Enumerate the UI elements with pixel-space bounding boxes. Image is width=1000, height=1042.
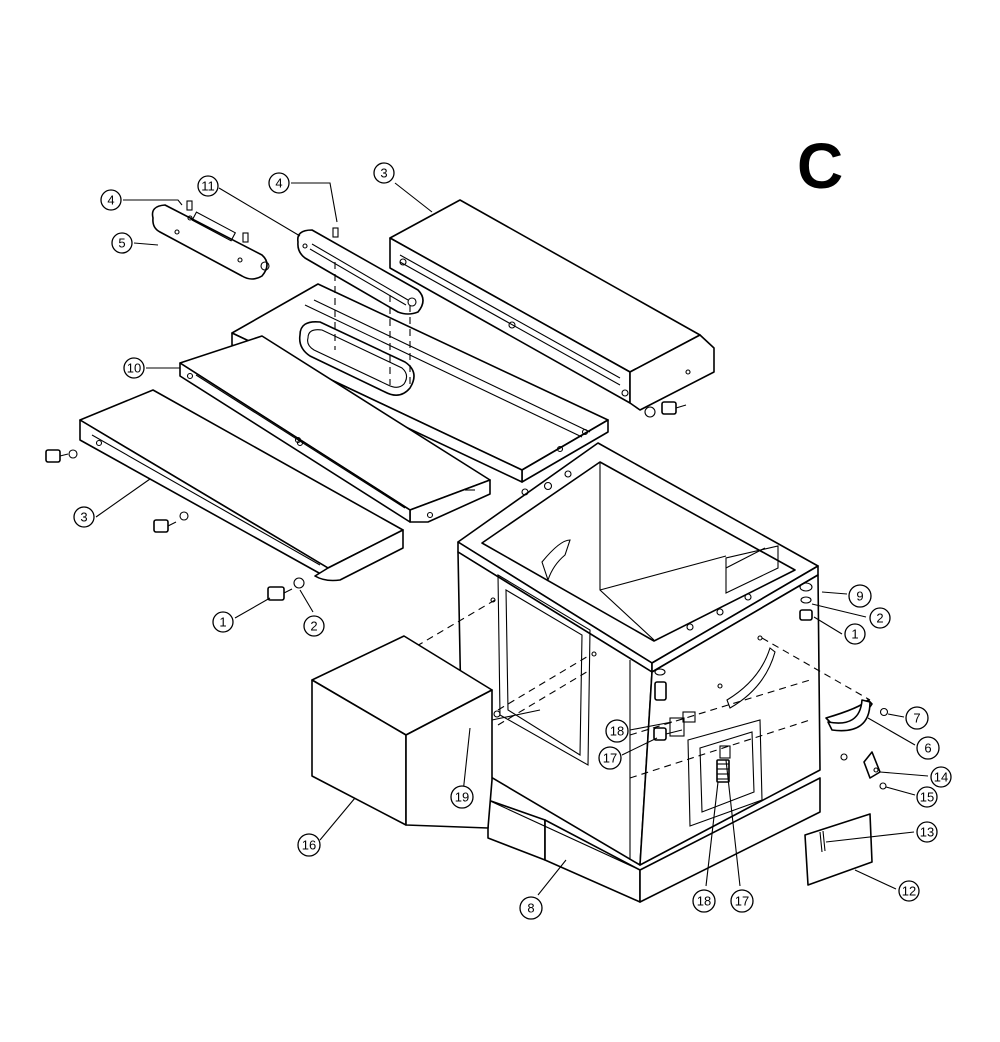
callout-15-dado-insert: 11 xyxy=(197,175,219,197)
svg-text:9: 9 xyxy=(856,589,863,604)
callout-9-screw: 15 xyxy=(916,786,938,808)
cabinet-bolt-right xyxy=(799,582,813,621)
svg-text:6: 6 xyxy=(924,741,931,756)
wing-bolt-left-b xyxy=(153,511,189,533)
wing-bolt-right xyxy=(644,401,687,418)
svg-text:1: 1 xyxy=(851,627,858,642)
svg-text:12: 12 xyxy=(902,884,916,899)
table-insert xyxy=(151,200,270,280)
callout-16-motor-cover: 16 xyxy=(297,833,321,857)
callout-12-base: 8 xyxy=(519,896,543,920)
callout-1-front-bolt: 1 xyxy=(212,611,234,633)
svg-text:18: 18 xyxy=(697,894,711,909)
svg-text:16: 16 xyxy=(302,838,316,853)
svg-text:17: 17 xyxy=(735,894,749,909)
motor-cover xyxy=(311,635,541,829)
svg-text:2: 2 xyxy=(310,619,317,634)
pointer-plate-8 xyxy=(863,751,881,779)
svg-text:3: 3 xyxy=(80,510,87,525)
callout-5-table-insert: 5 xyxy=(111,232,133,254)
callout-3-wing-right: 3 xyxy=(373,162,395,184)
small-screw-9 xyxy=(879,782,887,790)
callout-1-right-bolt: 1 xyxy=(844,623,866,645)
svg-text:3: 3 xyxy=(380,166,387,181)
sheet-letter: C xyxy=(797,130,843,202)
svg-text:14: 14 xyxy=(934,770,948,785)
cabinet-base xyxy=(487,777,821,903)
callout-4-dado-screw: 4 xyxy=(268,172,290,194)
svg-text:13: 13 xyxy=(920,825,934,840)
svg-text:18: 18 xyxy=(610,724,624,739)
callout-19-cover-screw: 19 xyxy=(450,785,474,809)
small-screw-a xyxy=(840,753,848,761)
access-door-panel xyxy=(804,813,873,886)
svg-text:4: 4 xyxy=(275,176,282,191)
callout-7-door-slot: 13 xyxy=(916,821,938,843)
callout-2-front-washer: 2 xyxy=(303,615,325,637)
motor-mount-spring-lower xyxy=(716,745,731,783)
svg-text:1: 1 xyxy=(219,615,226,630)
svg-text:2: 2 xyxy=(876,611,883,626)
tilt-arc-bracket xyxy=(825,699,873,732)
wing-bolt-front xyxy=(267,577,305,601)
callout-8-pointer: 14 xyxy=(930,766,952,788)
callout-18-upper: 18 xyxy=(605,719,629,743)
saw-cabinet xyxy=(409,442,871,866)
extension-wing-left xyxy=(79,389,404,582)
extension-wing-right xyxy=(389,199,715,411)
motor-mount-bolt-upper xyxy=(653,711,696,741)
callout-2-right-washer: 2 xyxy=(869,607,891,629)
svg-text:4: 4 xyxy=(107,193,114,208)
svg-text:15: 15 xyxy=(920,790,934,805)
cabinet-bolt-left xyxy=(654,668,667,701)
callout-10-arc-bracket: 6 xyxy=(916,736,940,760)
dado-insert xyxy=(296,227,424,385)
callout-13-right-washer: 9 xyxy=(848,584,872,608)
svg-text:8: 8 xyxy=(527,901,534,916)
callout-17-lower: 17 xyxy=(730,889,754,913)
callout-17-upper: 17 xyxy=(598,746,622,770)
callout-18-lower: 18 xyxy=(692,889,716,913)
leader-lines xyxy=(95,182,929,896)
svg-text:7: 7 xyxy=(913,711,920,726)
svg-text:17: 17 xyxy=(603,751,617,766)
svg-text:11: 11 xyxy=(201,179,215,194)
wing-bolt-left-a xyxy=(45,449,78,463)
svg-text:10: 10 xyxy=(127,361,141,376)
callout-11-screw: 7 xyxy=(905,706,929,730)
svg-text:19: 19 xyxy=(455,790,469,805)
callout-3-wing-left: 3 xyxy=(73,506,95,528)
small-screw-11 xyxy=(879,707,889,717)
callout-14-front-section: 10 xyxy=(123,357,145,379)
callout-6-door-panel: 12 xyxy=(898,880,920,902)
callout-4-insert-screw: 4 xyxy=(100,189,122,211)
svg-text:5: 5 xyxy=(118,236,125,251)
